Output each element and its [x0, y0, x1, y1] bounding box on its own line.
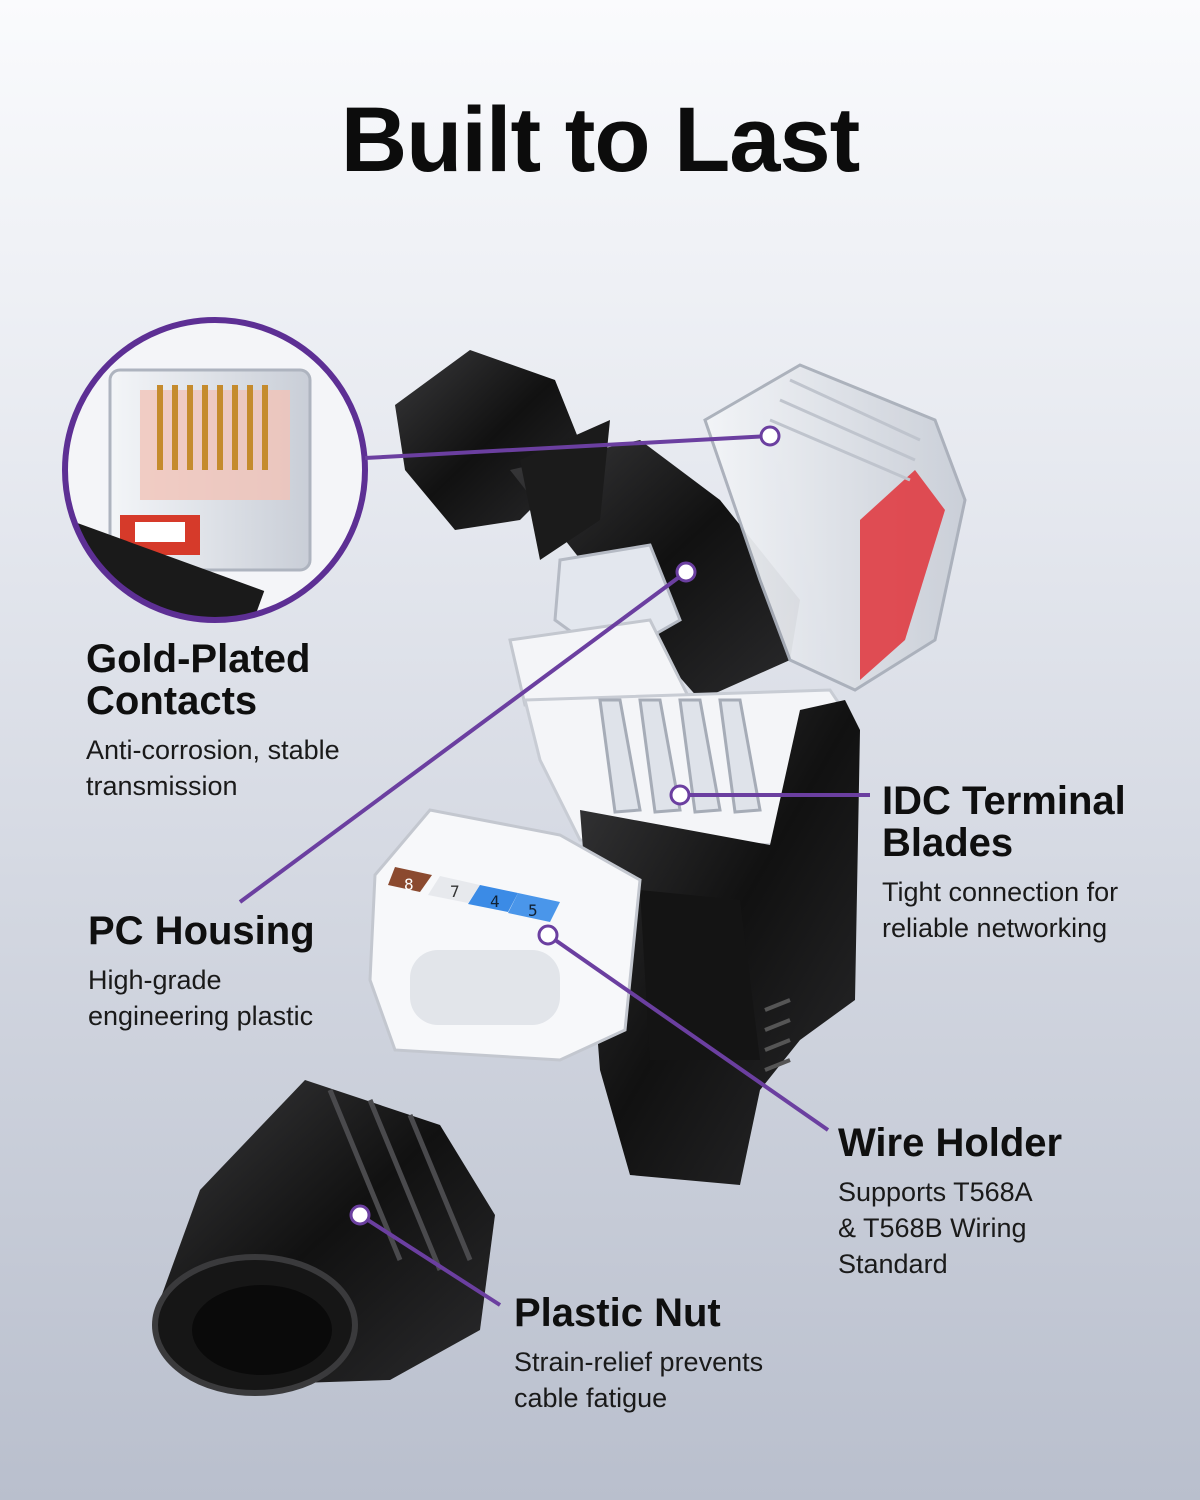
desc-line: cable fatigue: [514, 1383, 668, 1413]
feature-description: Supports T568A & T568B Wiring Standard: [838, 1174, 1062, 1282]
desc-line: Supports T568A: [838, 1177, 1033, 1207]
wire-number-5: 5: [528, 901, 538, 920]
desc-line: Anti-corrosion, stable: [86, 735, 340, 765]
wire-holder: 8 7 4 5: [368, 808, 642, 1062]
desc-line: & T568B Wiring: [838, 1213, 1027, 1243]
desc-line: reliable networking: [882, 913, 1108, 943]
feature-heading: Gold-Plated: [86, 637, 311, 681]
idc-block: [523, 688, 852, 847]
feature-heading: Plastic Nut: [514, 1291, 721, 1335]
wire-number-4: 4: [490, 892, 500, 911]
contacts-zoom-circle: [62, 317, 368, 623]
desc-line: transmission: [86, 771, 238, 801]
desc-line: Standard: [838, 1249, 948, 1279]
wire-number-7: 7: [450, 882, 460, 901]
desc-line: engineering plastic: [88, 1001, 314, 1031]
feature-wire-holder: Wire Holder Supports T568A & T568B Wirin…: [838, 1122, 1062, 1282]
desc-line: Strain-relief prevents: [514, 1347, 764, 1377]
feature-heading: IDC Terminal: [882, 779, 1126, 823]
feature-heading: PC Housing: [88, 909, 315, 953]
feature-heading: Contacts: [86, 679, 258, 723]
feature-heading: Blades: [882, 821, 1014, 865]
clear-housing: [508, 543, 693, 707]
plastic-nut: [152, 1080, 495, 1396]
desc-line: High-grade: [88, 965, 222, 995]
wire-number-8: 8: [404, 875, 414, 894]
main-body: [580, 700, 860, 1185]
feature-idc-blades: IDC Terminal Blades Tight connection for…: [882, 780, 1126, 946]
desc-line: Tight connection for: [882, 877, 1119, 907]
callout-lines: [238, 434, 870, 1307]
feature-pc-housing: PC Housing High-grade engineering plasti…: [88, 910, 315, 1034]
feature-heading: Wire Holder: [838, 1121, 1063, 1165]
feature-description: Tight connection for reliable networking: [882, 874, 1126, 946]
feature-gold-contacts: Gold-Plated Contacts Anti-corrosion, sta…: [86, 638, 340, 804]
feature-plastic-nut: Plastic Nut Strain-relief prevents cable…: [514, 1292, 763, 1416]
page-title: Built to Last: [340, 89, 861, 191]
feature-description: Strain-relief prevents cable fatigue: [514, 1344, 763, 1416]
callout-dots: [349, 425, 781, 1226]
feature-description: Anti-corrosion, stable transmission: [86, 732, 340, 804]
feature-description: High-grade engineering plastic: [88, 962, 315, 1034]
